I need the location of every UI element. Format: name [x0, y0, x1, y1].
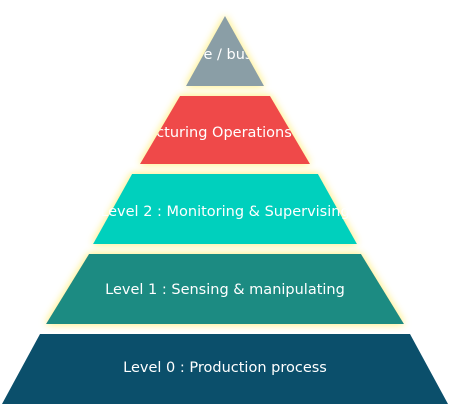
pyramid-level-3: [140, 96, 310, 164]
level-4-shape: [186, 16, 264, 86]
level-2-label: Level 2 : Monitoring & Supervising: [100, 204, 349, 220]
pyramid-level-4: [186, 16, 264, 86]
level-3-shape: [140, 96, 310, 164]
level-1-label: Level 1 : Sensing & manipulating: [105, 282, 345, 298]
pyramid-level-2: [93, 174, 357, 244]
level-4-label: e / bus: [204, 47, 253, 63]
pyramid-level-0: Level 0 : Production process: [2, 334, 448, 404]
level-2-shape: [93, 174, 357, 244]
level-0-shape: [2, 334, 448, 404]
level-0-label: Level 0 : Production process: [123, 360, 327, 376]
level-3-label: facturing Operations: [142, 125, 292, 141]
pyramid-level-1: [46, 254, 404, 324]
level-1-shape: [46, 254, 404, 324]
